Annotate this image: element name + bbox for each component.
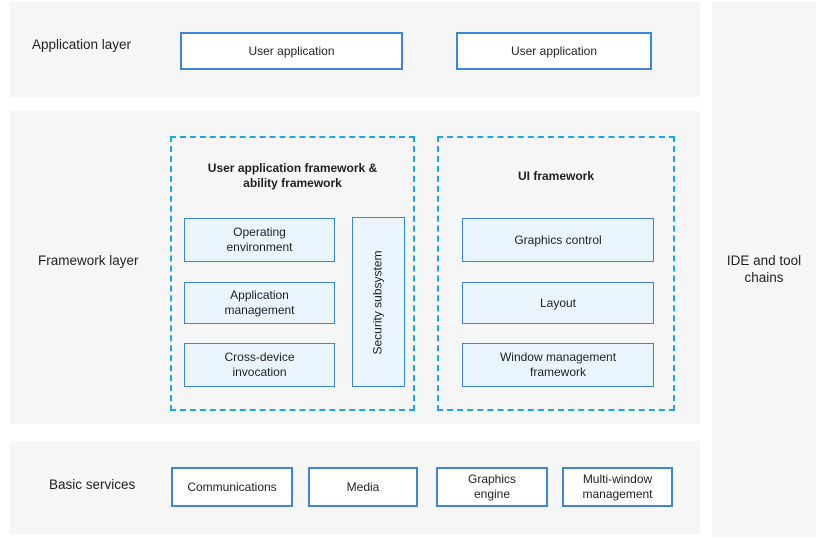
application-layer-label: Application layer [32, 37, 132, 52]
user-application-box-2: User application [456, 32, 652, 70]
security-subsystem-label: Security subsystem [371, 249, 386, 355]
ui-framework-title-text: UI framework [517, 168, 595, 183]
media-box: Media [308, 467, 418, 507]
cross-device-invocation-label: Cross-device invocation [224, 350, 295, 379]
operating-environment-label: Operating environment [226, 225, 293, 254]
app-ability-framework-title: User application framework & ability fra… [172, 154, 413, 198]
window-management-framework-label: Window management framework [499, 350, 617, 379]
media-label: Media [346, 479, 380, 494]
user-application-box-1-label: User application [248, 43, 335, 58]
graphics-engine-label: Graphics engine [467, 472, 517, 501]
application-management-box: Application management [184, 282, 335, 324]
multi-window-management-box: Multi-window management [562, 467, 673, 507]
multi-window-management-label: Multi-window management [582, 472, 653, 501]
graphics-control-label: Graphics control [514, 232, 602, 247]
layout-label: Layout [539, 295, 577, 310]
ide-toolchains-band [712, 2, 816, 537]
user-application-box-1: User application [180, 32, 403, 70]
ui-framework-group: UI framework Graphics control Layout Win… [437, 136, 675, 411]
app-ability-framework-group: User application framework & ability fra… [170, 136, 415, 411]
communications-label: Communications [187, 479, 277, 494]
window-management-framework-box: Window management framework [462, 343, 654, 387]
user-application-box-2-label: User application [510, 43, 598, 58]
application-management-label: Application management [224, 288, 295, 317]
ui-framework-title: UI framework [439, 154, 673, 198]
app-ability-framework-title-text: User application framework & ability fra… [207, 161, 378, 190]
layout-box: Layout [462, 282, 654, 324]
basic-services-label: Basic services [49, 477, 136, 492]
operating-environment-box: Operating environment [184, 218, 335, 262]
graphics-engine-box: Graphics engine [436, 467, 548, 507]
communications-box: Communications [171, 467, 293, 507]
graphics-control-box: Graphics control [462, 218, 654, 262]
cross-device-invocation-box: Cross-device invocation [184, 343, 335, 387]
ide-toolchains-label: IDE and tool chains [712, 252, 816, 286]
security-subsystem-box: Security subsystem [352, 217, 405, 387]
framework-layer-label: Framework layer [38, 253, 139, 268]
ide-toolchains-label-text: IDE and tool chains [726, 253, 802, 285]
